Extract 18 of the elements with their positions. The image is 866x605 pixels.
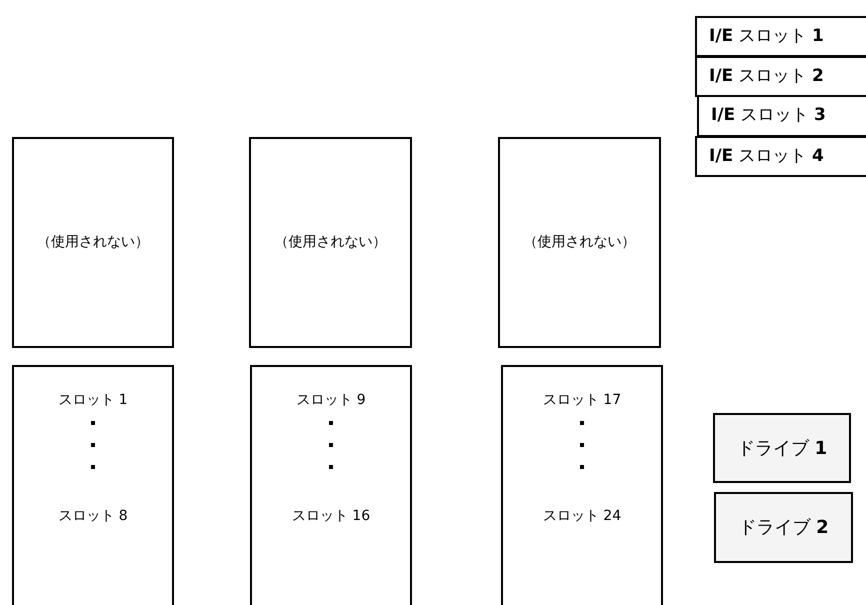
unused-label: （使用されない） bbox=[524, 233, 636, 252]
magazine-box bbox=[501, 365, 663, 605]
magazine-box bbox=[12, 365, 174, 605]
ie-slot-label: I/E スロット 3 bbox=[711, 104, 826, 128]
slot-label: スロット 17 bbox=[542, 391, 622, 409]
slot-label: スロット 8 bbox=[58, 507, 128, 525]
unused-label: （使用されない） bbox=[37, 233, 149, 252]
slot-label: スロット 16 bbox=[292, 507, 370, 525]
magazine-box bbox=[250, 365, 412, 605]
unused-label: （使用されない） bbox=[274, 233, 386, 252]
slot-label: スロット 1 bbox=[58, 391, 128, 409]
drive-label: ドライブ 1 bbox=[736, 436, 828, 460]
ie-slot-label: I/E スロット 1 bbox=[709, 24, 824, 48]
ie-slot-label: I/E スロット 2 bbox=[709, 64, 824, 88]
drive-label: ドライブ 2 bbox=[738, 516, 829, 540]
slot-label: スロット 9 bbox=[296, 391, 366, 409]
ie-slot-label: I/E スロット 4 bbox=[709, 144, 824, 168]
slot-label: スロット 24 bbox=[542, 507, 622, 525]
